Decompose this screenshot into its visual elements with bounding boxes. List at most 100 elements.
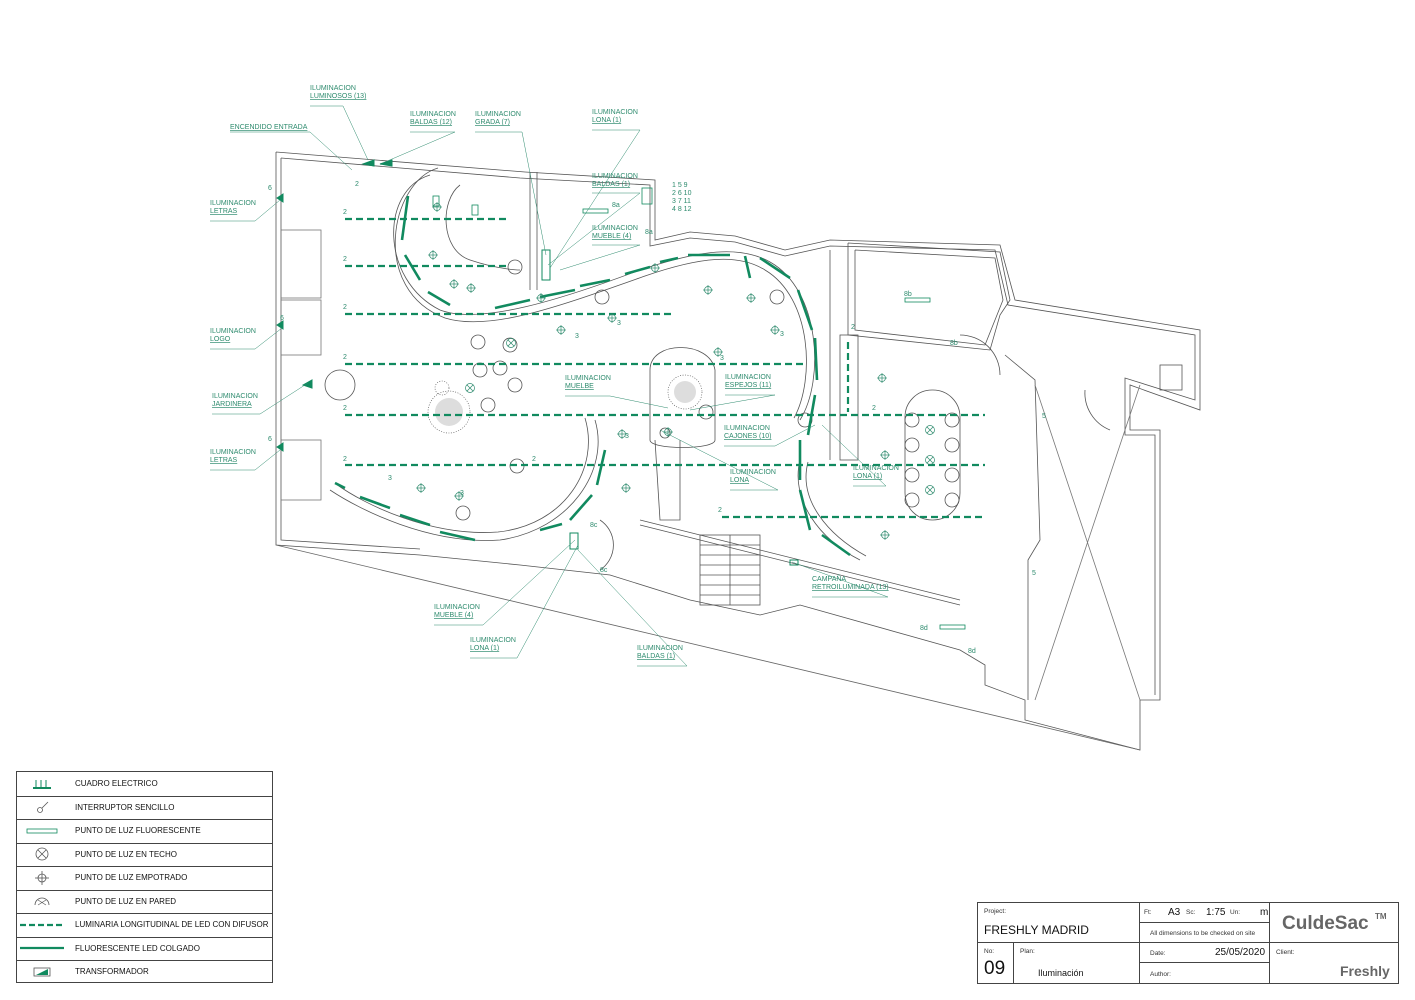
circuit-row-1: 1 5 9 (672, 182, 688, 189)
label-lona-bottom: ILUMINACION (470, 637, 516, 644)
recessed-light-icon (17, 866, 67, 890)
mark-8c: 8c (600, 567, 608, 574)
legend-row: FLUORESCENTE LED COLGADO (17, 937, 272, 961)
devices (276, 159, 966, 630)
label-baldas12: ILUMINACION (410, 111, 456, 118)
label-baldas12: BALDAS (12) (410, 119, 452, 126)
single-switch-icon (17, 796, 67, 820)
plan-name: Iluminación (1038, 968, 1084, 978)
client-label: Client: (1276, 949, 1295, 956)
label-baldas1-bottom: BALDAS (1) (637, 653, 675, 660)
mark-3: 3 (388, 475, 392, 482)
author-cell: Author: (1140, 963, 1270, 984)
label-muelbe: MUELBE (565, 383, 594, 390)
circuit-list: 1 5 9 2 6 10 3 7 11 4 8 12 (672, 182, 692, 213)
ft-label: Ft: (1144, 909, 1152, 916)
label-espejos: ESPEJOS (11) (725, 382, 771, 389)
label-letras-top: ILUMINACION (210, 200, 256, 207)
mark-2: 2 (851, 324, 855, 331)
label-jardinera: JARDINERA (212, 401, 252, 408)
label-letras-top: LETRAS (210, 208, 238, 215)
sheet-number: 09 (984, 958, 1006, 979)
ft-value: A3 (1168, 907, 1181, 918)
curved-furniture (324, 167, 1111, 571)
label-mueble4-top: ILUMINACION (592, 225, 638, 232)
label-grada: GRADA (7) (475, 119, 510, 126)
legend-row: PUNTO DE LUZ EN TECHO (17, 843, 272, 867)
un-value: m (1260, 907, 1269, 918)
hanging-led-icon (17, 937, 67, 961)
label-logo: ILUMINACION (210, 328, 256, 335)
brand-cell: CuldeSac TM (1270, 903, 1398, 943)
mark-6: 6 (268, 436, 272, 443)
mark-2: 2 (343, 256, 347, 263)
mark-3: 3 (617, 320, 621, 327)
legend-row: INTERRUPTOR SENCILLO (17, 796, 272, 820)
label-baldas1-top: ILUMINACION (592, 173, 638, 180)
leader-lines (210, 105, 889, 667)
un-label: Un: (1230, 909, 1241, 916)
mark-2: 2 (343, 304, 347, 311)
format-cell: Ft: A3 Sc: 1:75 Un: m (1140, 903, 1270, 923)
label-muelbe: ILUMINACION (565, 375, 611, 382)
circuit-row-3: 3 7 11 (672, 198, 691, 205)
label-mueble4-bottom: MUEBLE (4) (434, 612, 473, 619)
ceiling-light-icon (17, 843, 67, 867)
check-note-cell: All dimensions to be checked on site (1140, 923, 1270, 943)
mark-2: 2 (872, 405, 876, 412)
label-mueble4-top: MUEBLE (4) (592, 233, 631, 240)
mark-8d: 8d (968, 648, 976, 655)
label-lona-mid: ILUMINACION (730, 469, 776, 476)
mark-3: 3 (720, 355, 724, 362)
brand-trademark: TM (1375, 912, 1387, 921)
mark-8b: 8b (904, 291, 912, 298)
circuit-row-2: 2 6 10 (672, 190, 692, 197)
mark-2: 2 (343, 405, 347, 412)
mark-8c: 8c (590, 522, 598, 529)
label-lona-top: ILUMINACION (592, 109, 638, 116)
fluorescent-point-icon (17, 819, 67, 843)
label-cajones: ILUMINACION (724, 425, 770, 432)
label-lona-right: ILUMINACION (853, 465, 899, 472)
legend-label: PUNTO DE LUZ EN TECHO (75, 849, 177, 859)
transformer-icon (17, 960, 67, 984)
mark-5: 5 (1032, 570, 1036, 577)
project-label: Project: (984, 908, 1007, 915)
mark-3: 3 (460, 490, 464, 497)
label-baldas1-bottom: ILUMINACION (637, 645, 683, 652)
circuit-row-4: 4 8 12 (672, 206, 692, 213)
label-mueble4-bottom: ILUMINACION (434, 604, 480, 611)
legend-row: PUNTO DE LUZ EMPOTRADO (17, 866, 272, 891)
label-letras-bottom: ILUMINACION (210, 449, 256, 456)
mark-8a: 8a (612, 202, 620, 209)
label-jardinera: ILUMINACION (212, 393, 258, 400)
legend-label: PUNTO DE LUZ EN PARED (75, 896, 177, 906)
date-value: 25/05/2020 (1215, 947, 1266, 958)
legend-label: PUNTO DE LUZ FLUORESCENTE (75, 826, 201, 836)
label-luminosos: LUMINOSOS (13) (310, 93, 366, 100)
label-lona-top: LONA (1) (592, 117, 621, 124)
mark-8b: 8b (950, 340, 958, 347)
legend-label: CUADRO ELECTRICO (75, 779, 158, 789)
plan-label: Plan: (1020, 948, 1035, 955)
label-luminosos: ILUMINACION (310, 85, 356, 92)
mark-6: 6 (280, 315, 284, 322)
mark-2: 2 (343, 209, 347, 216)
project-cell: Project: FRESHLY MADRID (978, 903, 1140, 943)
title-block: Project: FRESHLY MADRID No: 09 Plan: Ilu… (977, 902, 1399, 984)
legend-label: TRANSFORMADOR (75, 967, 149, 977)
legend-table: CUADRO ELECTRICO INTERRUPTOR SENCILLO PU… (16, 771, 273, 983)
label-campana: RETROILUMINADA (13) (812, 584, 889, 591)
no-label: No: (984, 948, 995, 955)
label-letras-bottom: LETRAS (210, 457, 238, 464)
date-label: Date: (1150, 950, 1166, 957)
legend-label: LUMINARIA LONGITUDINAL DE LED CON DIFUSO… (75, 920, 269, 930)
legend-row: CUADRO ELECTRICO (17, 772, 272, 797)
mark-2: 2 (355, 181, 359, 188)
mark-3: 3 (780, 331, 784, 338)
client-cell: Client: Freshly (1270, 943, 1398, 984)
sc-label: Sc: (1186, 909, 1196, 916)
label-lona-bottom: LONA (1) (470, 645, 499, 652)
circuit-marks: 2 2 2 2 2 2 2 2 2 2 2 6 6 6 3 3 3 3 3 3 … (268, 181, 1046, 655)
